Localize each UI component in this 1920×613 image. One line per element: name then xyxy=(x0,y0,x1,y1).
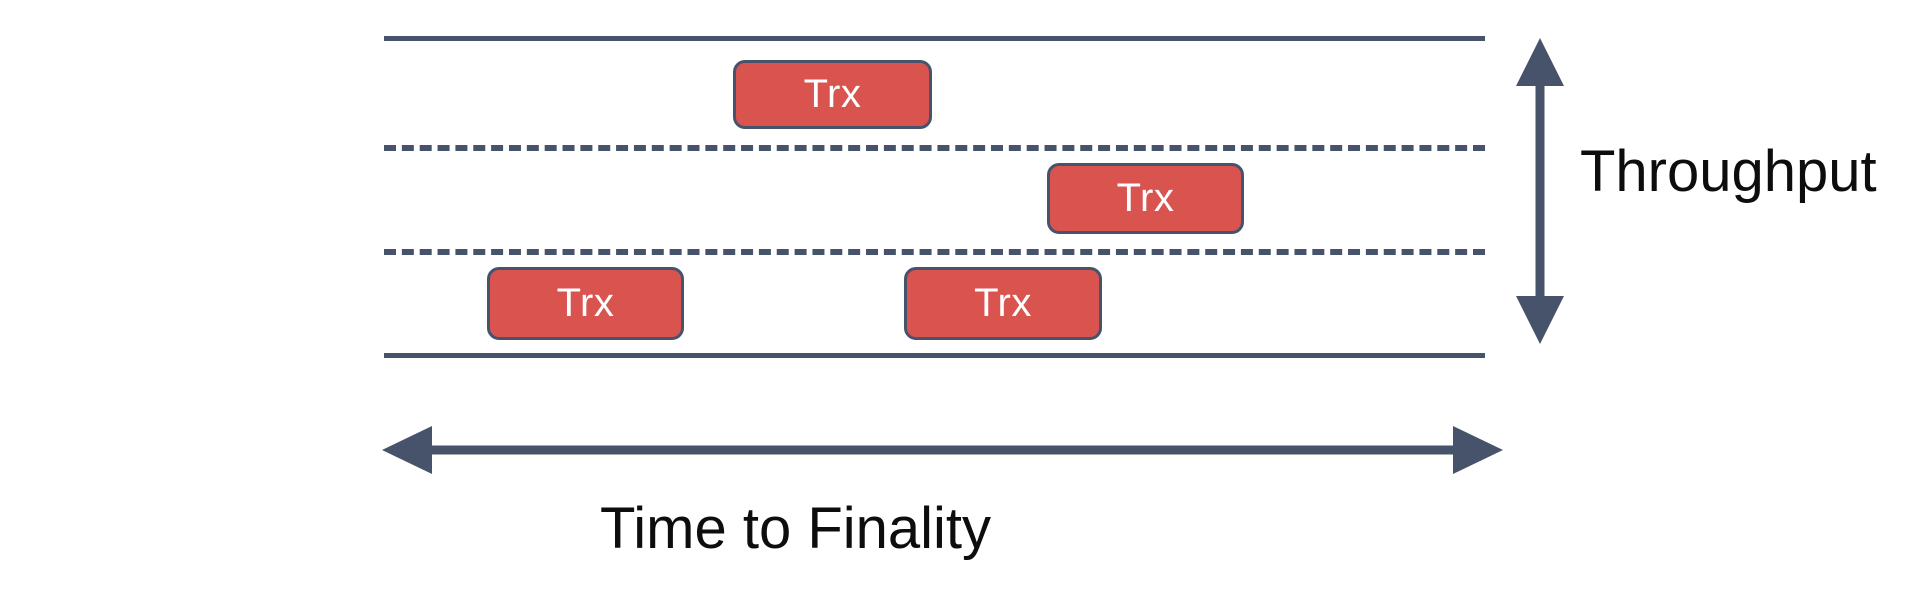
transaction-box: Trx xyxy=(1047,163,1244,234)
throughput-double-arrow-icon xyxy=(1516,38,1564,344)
lane-line-bottom-solid xyxy=(384,353,1485,358)
transaction-box: Trx xyxy=(904,267,1102,340)
time-to-finality-double-arrow-icon xyxy=(382,426,1503,474)
transaction-box: Trx xyxy=(487,267,684,340)
transaction-box: Trx xyxy=(733,60,932,129)
lane-line-middle-dashed-2 xyxy=(384,249,1485,255)
lane-line-top-solid xyxy=(384,36,1485,41)
throughput-axis-label: Throughput xyxy=(1580,139,1877,204)
transaction-box-label: Trx xyxy=(974,280,1032,325)
transaction-box-label: Trx xyxy=(1116,175,1175,220)
transaction-box-label: Trx xyxy=(803,71,862,116)
transaction-box-label: Trx xyxy=(556,280,615,325)
lane-line-middle-dashed-1 xyxy=(384,145,1485,151)
time-to-finality-axis-label: Time to Finality xyxy=(600,496,992,561)
